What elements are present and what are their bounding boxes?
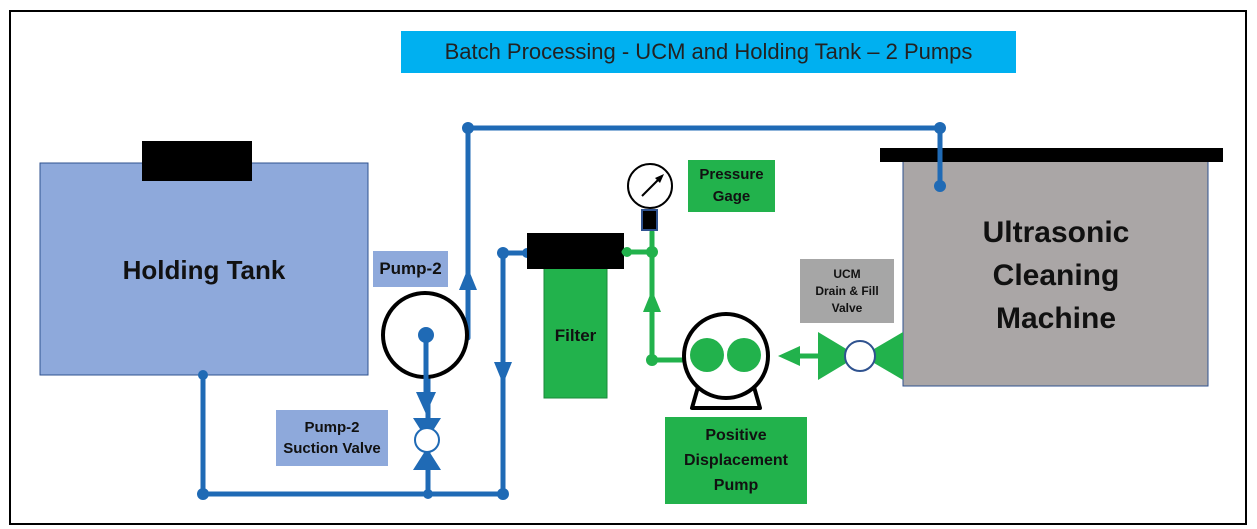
pd-pump-body bbox=[682, 312, 770, 400]
pressure-gage-label: Pressure Gage bbox=[688, 160, 775, 212]
pd-pump-label: Positive Displacement Pump bbox=[665, 417, 807, 504]
holding-tank-label: Holding Tank bbox=[122, 254, 286, 285]
holding-tank-lid bbox=[142, 141, 252, 181]
ucm-valve-label: UCM Drain & Fill Valve bbox=[800, 259, 894, 323]
flow-arrow-up-pump2 bbox=[459, 268, 477, 290]
pump2-valve-bottom bbox=[413, 448, 441, 470]
diagram-frame bbox=[9, 10, 1247, 525]
flow-arrow-left-ucm bbox=[778, 346, 800, 366]
green-junctions bbox=[622, 246, 658, 366]
gage-dial bbox=[627, 163, 673, 209]
filter-cap bbox=[527, 233, 624, 269]
ucm-lid bbox=[880, 148, 1223, 162]
diagram-title: Batch Processing - UCM and Holding Tank … bbox=[401, 31, 1016, 73]
pd-pump-lobe-right bbox=[727, 338, 761, 372]
flow-arrow-up-green bbox=[643, 290, 661, 312]
pump2-suction-valve-label: Pump-2 Suction Valve bbox=[276, 410, 388, 466]
ucm-valve-left bbox=[818, 332, 858, 380]
ucm-valve-ball bbox=[844, 340, 876, 372]
pd-pump-lobe-left bbox=[690, 338, 724, 372]
gage-needle-tip bbox=[655, 174, 664, 183]
filter-body bbox=[543, 267, 608, 399]
flow-arrow-down-return bbox=[494, 362, 512, 384]
gage-stem bbox=[641, 209, 658, 231]
pump2-valve-ball bbox=[414, 427, 440, 453]
filter-label: Filter bbox=[554, 326, 597, 345]
ucm-valve-right bbox=[862, 332, 903, 380]
ucm-label: Ultrasonic Cleaning Machine bbox=[982, 215, 1130, 335]
pump2-label: Pump-2 bbox=[373, 251, 448, 287]
pump2-arrow-down bbox=[416, 392, 436, 414]
